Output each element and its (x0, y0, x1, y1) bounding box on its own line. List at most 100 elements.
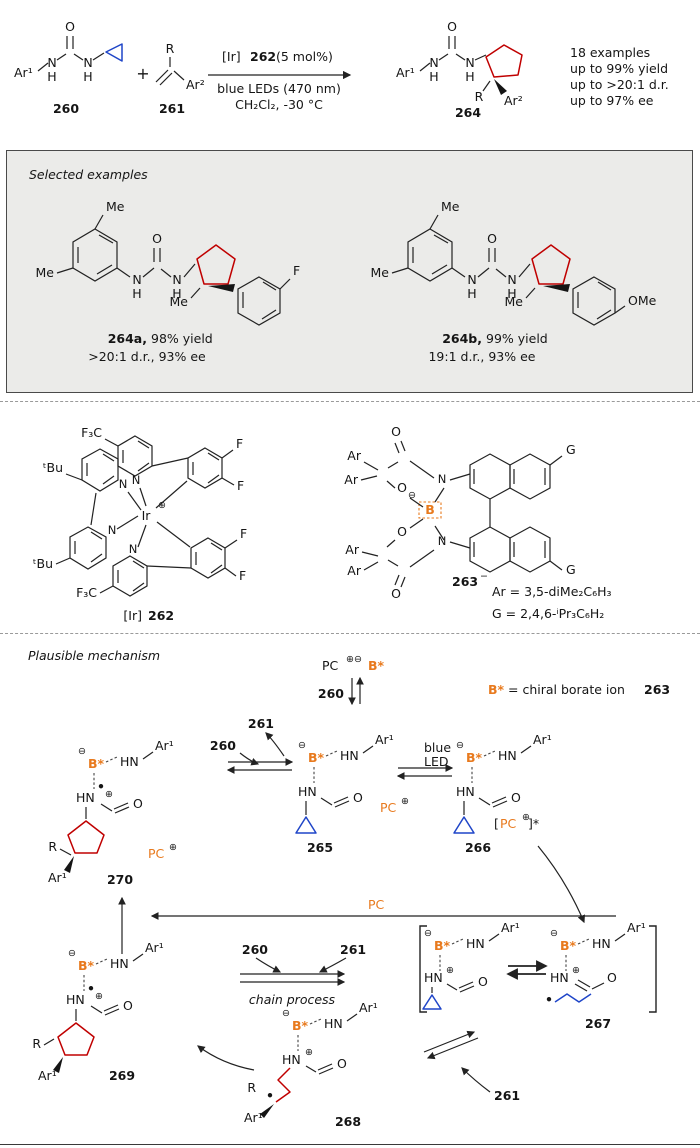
cyclopropyl-ring (105, 43, 123, 62)
radical-dot: • (87, 981, 95, 996)
fluoro-label: F (239, 568, 246, 583)
yield-text: 98% yield (151, 331, 213, 346)
aryl-label: Ar² (504, 93, 523, 108)
pc-borate-ion-pair: PC ⊕⊖ B* 260 (318, 654, 385, 706)
compound-number: 263 (452, 574, 478, 589)
legend-text: = chiral borate ion (508, 682, 625, 697)
boron-label: B (425, 502, 435, 517)
pyridine-ring (69, 526, 107, 570)
benzene-ring (572, 276, 616, 326)
methyl-label: Me (170, 294, 189, 309)
oxygen-label: O (337, 1056, 347, 1071)
compound-261: R Ar² 261 (155, 41, 205, 116)
r-group-label: R (32, 1036, 41, 1051)
tbu-label: ᵗBu (33, 556, 53, 571)
compound-264a: Me Me N H O N H Me F (36, 199, 301, 364)
minus-charge: ⊖ (456, 740, 464, 751)
hn-label: HN (298, 784, 317, 799)
catalyst-number: 262 (148, 608, 174, 623)
chain-process-label: chain process (249, 992, 336, 1007)
dashed-divider-2 (0, 633, 700, 634)
species-number: 265 (307, 840, 333, 855)
hn-label: HN (498, 748, 517, 763)
methyl-label: Me (106, 199, 125, 214)
nitrogen-label: N (132, 272, 141, 287)
plus-charge: ⊕ (572, 965, 580, 976)
borate-label: B* (308, 750, 325, 765)
bracket: [ (494, 816, 499, 831)
arrow-268-to-269 (197, 1045, 255, 1071)
open-chain (275, 1067, 291, 1103)
minus-charge: ⊖ (68, 948, 76, 959)
examples-count: 18 examples (570, 45, 650, 60)
hydrogen-label: H (467, 286, 476, 301)
hydrogen-label: H (172, 286, 181, 301)
compound-number: 261 (159, 101, 185, 116)
chain-process-block: 260 261 chain process (240, 942, 366, 1007)
nitrogen-label: N (438, 534, 447, 548)
equilibrium-arrow (423, 1030, 476, 1053)
species-protonated-265: ⊖ B* HN Ar¹ HN ⊕ O (422, 920, 520, 1010)
iridium-label: Ir (142, 508, 152, 523)
compound-number: 260 (53, 101, 79, 116)
species-number: 266 (465, 840, 491, 855)
aryl-label: Ar¹ (627, 920, 646, 935)
species-number: 268 (335, 1114, 361, 1129)
dashed-divider-1 (0, 401, 700, 402)
g-definition: G = 2,4,6-ⁱPr₃C₆H₂ (492, 606, 604, 621)
methyl-label: Me (36, 265, 55, 280)
nitrogen-label: N (132, 473, 141, 487)
hydrogen-label: H (47, 69, 56, 84)
aryl-label: Ar (344, 472, 359, 487)
ring-opened-chain (554, 993, 592, 1003)
r-group-label: R (247, 1080, 256, 1095)
oxygen-label: O (133, 796, 143, 811)
aryl-label: Ar¹ (38, 1068, 57, 1083)
borate-label: B* (292, 1018, 309, 1033)
catalyst-structures: Ir ⊕ N N ᵗBu ᵗBu N F₃C F (33, 424, 612, 623)
oxygen-label: O (123, 998, 133, 1013)
aryl-label: Ar¹ (359, 1000, 378, 1015)
aryl-label: Ar¹ (145, 940, 164, 955)
catalyst-number: 262 (250, 49, 276, 64)
oxygen-label: O (487, 231, 497, 246)
pc-label: PC (148, 846, 165, 861)
species-number: 269 (109, 1068, 135, 1083)
hydrogen-label: H (132, 286, 141, 301)
nitrogen-label: N (429, 55, 438, 70)
selected-examples-box: Selected examples Me Me N H O N H (6, 150, 693, 393)
benzene-ring (407, 228, 453, 282)
pc-label: PC (500, 816, 517, 831)
cyclopropyl-ring (295, 816, 317, 834)
cyclopentane-ring (531, 244, 571, 285)
boron-highlight-box (418, 501, 442, 519)
plus-charge: ⊕ (158, 500, 166, 511)
borate-label: B* (78, 958, 95, 973)
minus-charge: ⊖ (298, 740, 306, 751)
nitrogen-label: N (108, 523, 117, 537)
compound-number-263: 263 (644, 682, 670, 697)
compound-number: 264 (455, 105, 481, 120)
radical-dot: • (545, 992, 553, 1007)
cf3-label: F₃C (81, 425, 102, 440)
species-265: ⊖ B* HN Ar¹ HN O 265 (295, 732, 394, 855)
stereo-wedge (53, 1057, 63, 1073)
fluoro-label: F (240, 526, 247, 541)
species-270: ⊖ B* HN Ar¹ HN • ⊕ O R Ar¹ PC ⊕ 270 (48, 738, 177, 887)
left-bracket (419, 925, 427, 1013)
radical-dot: • (97, 779, 105, 794)
fluoro-label: F (236, 436, 243, 451)
species-269: ⊖ B* HN Ar¹ HN • ⊕ O R Ar¹ 269 (32, 940, 163, 1083)
compound-number-261: 261 (340, 942, 366, 957)
hn-label: HN (424, 970, 443, 985)
compound-264b: Me Me N H O N H Me OMe (371, 199, 657, 364)
hydrogen-label: H (507, 286, 516, 301)
nitrogen-label: N (467, 272, 476, 287)
charges: ⊕⊖ (346, 654, 362, 665)
hn-label: HN (110, 956, 129, 971)
plus-charge: ⊕ (169, 842, 177, 853)
compound-number: 264b, (442, 331, 482, 346)
dr-summary: up to >20:1 d.r. (570, 77, 669, 92)
benzene-ring (237, 276, 281, 326)
